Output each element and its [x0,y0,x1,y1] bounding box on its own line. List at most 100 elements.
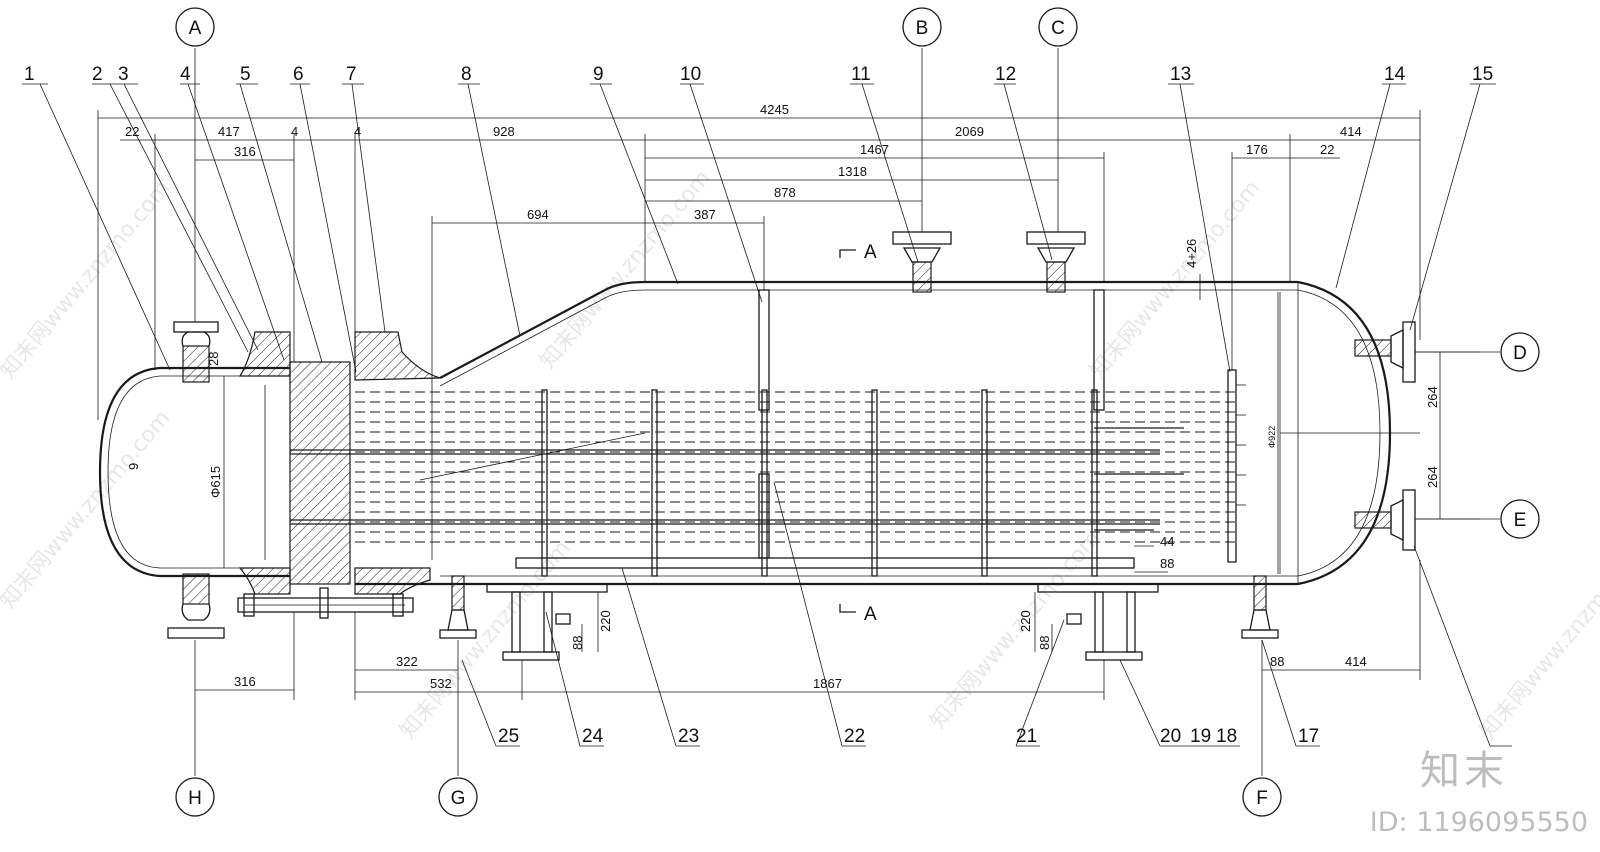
watermark-text: 知末网www.znzmo.com [925,526,1105,734]
nozzle-a-flange-body [181,331,211,347]
bubble-b-label: B [916,18,929,39]
callout-20: 20 [1160,726,1181,747]
saddle-left-web [543,591,553,653]
saddle-right-bolt [1066,613,1082,625]
callout-4: 4 [180,64,191,85]
dim-44: 44 [1160,534,1174,549]
callout-14: 14 [1384,64,1406,85]
bolt-row [237,597,414,613]
callout-13: 13 [1170,64,1191,85]
callout-10: 10 [680,64,701,85]
nozzle-f [1241,575,1279,639]
nozzle-d-neck [1354,339,1392,357]
dim-322: 322 [396,654,418,669]
watermark-text: 知末网www.znzmo.com [1085,176,1265,384]
nozzle-d-hub [1390,328,1404,370]
bubble-c-label: C [1051,18,1065,39]
nozzle-d [1354,321,1416,383]
dim-220-left: 220 [598,610,613,632]
dim-4-a: 4 [291,124,298,139]
dim-1867: 1867 [813,676,842,691]
nozzle-bubbles: A B C D E F G H [175,7,1540,817]
callout-labels: 1 2 3 4 5 6 7 8 9 10 11 12 13 14 15 17 1… [24,64,1493,747]
dim-phi922: Φ922 [1267,426,1277,448]
slide-bar [515,557,1135,569]
left-channel-inner [107,375,290,569]
dim-316-top: 316 [234,144,256,159]
bubble-f-label: F [1256,788,1268,809]
baffle [541,389,548,577]
nozzle-a-neck [182,345,210,383]
dim-414-top: 414 [1340,124,1362,139]
shell-flange-top [354,331,441,381]
callout-19: 19 [1190,726,1211,747]
nozzle-f-neck [1253,575,1267,611]
nozzle-c-neck [1046,261,1066,293]
bubble-e-label: E [1514,510,1527,531]
dimension-texts: 4245 22 417 4 4 928 2069 414 316 1467 13… [125,102,1440,691]
dim-1318: 1318 [838,164,867,179]
callout-2: 2 [92,64,103,85]
callout-24: 24 [582,726,604,747]
dim-4plus26: 4+26 [1184,239,1199,268]
dim-176: 176 [1246,142,1268,157]
section-marks: A A [839,242,877,625]
bubble-d [1500,332,1540,372]
dim-88-left: 88 [570,636,585,650]
bubble-f [1242,777,1282,817]
nozzle-a [173,321,219,383]
watermark-text: 知末网www.znzmo.com [535,166,715,374]
saddle-right [1037,583,1159,661]
dim-532: 532 [430,676,452,691]
nozzle-h [167,573,225,639]
saddle-right-web [1126,591,1136,653]
saddle-right-web [1094,591,1104,653]
bubble-b [902,7,942,47]
nozzle-h-flange-body [181,603,211,621]
dim-2069: 2069 [955,124,984,139]
baffle [871,389,878,577]
section-mark-top: A [864,242,877,263]
watermark-text: 知末网www.znzmo.com [0,176,176,384]
shell-flange-bottom [354,567,431,595]
nozzle-g-hub [447,609,469,631]
callout-15: 15 [1472,64,1493,85]
watermark-text: 知末网www.znzmo.com [1475,536,1600,744]
callout-8: 8 [461,64,472,85]
section-mark-bottom: A [864,604,877,625]
dim-316-bottom: 316 [234,674,256,689]
nozzle-e-neck [1354,511,1392,529]
baffle [981,389,988,577]
callout-3: 3 [118,64,129,85]
vessel-body [98,280,1392,619]
nozzle-h-flange [167,627,225,639]
baffle [761,389,768,577]
dim-88-tube: 88 [1160,556,1174,571]
dim-22-right: 22 [1320,142,1334,157]
bubble-a-label: A [189,18,202,39]
bubble-g [438,777,478,817]
shell-cone-top [439,280,646,379]
section-arrow-top [839,249,856,258]
callout-7: 7 [346,64,357,85]
nozzle-f-hub [1249,609,1271,631]
bubble-a [175,7,215,47]
dim-220-right: 220 [1018,610,1033,632]
bubble-h-label: H [188,788,202,809]
dim-28: 28 [206,352,221,366]
impingement-post [758,473,770,559]
bubble-e [1500,499,1540,539]
callout-5: 5 [240,64,251,85]
callout-22: 22 [844,726,865,747]
dim-phi615: Φ615 [208,466,223,498]
callout-11: 11 [851,64,871,85]
callout-21: 21 [1016,726,1037,747]
dim-264-b: 264 [1425,466,1440,488]
image-id: ID: 1196095550 [1369,807,1588,838]
dim-414-bottom: 414 [1345,654,1367,669]
section-arrow-bottom [839,604,856,613]
bubble-h [175,777,215,817]
callout-1: 1 [24,64,35,85]
dim-22-left: 22 [125,124,139,139]
